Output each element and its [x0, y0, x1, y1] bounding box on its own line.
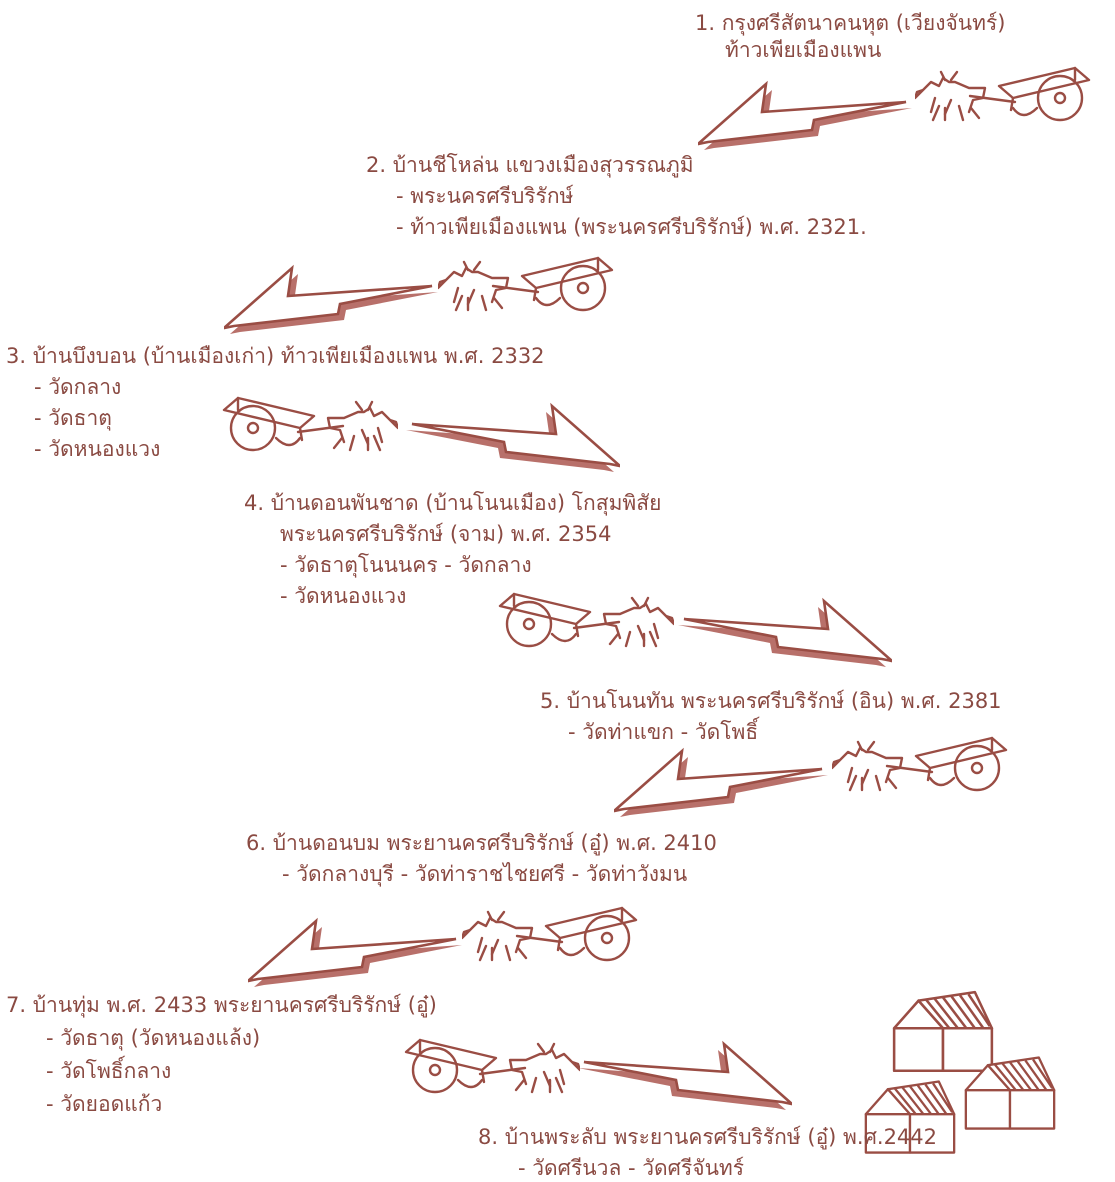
- ox-cart-icon: [915, 58, 1095, 128]
- step-7-line-3: - วัดโพธิ์กลาง: [46, 1059, 172, 1083]
- step-1-title: 1. กรุงศรีสัตนาคนหุต (เวียงจันทร์): [695, 11, 1006, 35]
- step-1-line-2: ท้าวเพียเมืองแพน: [725, 38, 882, 62]
- arrow-left-icon: [698, 78, 918, 158]
- step-2-line-2: - พระนครศรีบริรักษ์: [396, 184, 574, 208]
- ox-cart-icon: [832, 728, 1012, 798]
- step-7-line-2: - วัดธาตุ (วัดหนองแล้ง): [46, 1026, 261, 1050]
- step-3-line-2: - วัดกลาง: [34, 375, 122, 399]
- ox-cart-icon: [438, 248, 618, 318]
- step-7-text: 7. บ้านทุ่ม พ.ศ. 2433 พระยานครศรีบริรักษ…: [6, 992, 437, 1118]
- step-8-line-2: - วัดศรีนวล - วัดศรีจันทร์: [518, 1156, 745, 1180]
- arrow-right-icon: [672, 595, 892, 675]
- ox-cart-icon: [400, 1030, 580, 1100]
- step-7-title: 7. บ้านทุ่ม พ.ศ. 2433 พระยานครศรีบริรักษ…: [6, 993, 437, 1017]
- step-3-title: 3. บ้านบึงบอน (บ้านเมืองเก่า) ท้าวเพียเม…: [6, 344, 545, 368]
- arrow-left-icon: [224, 262, 444, 342]
- arrow-right-icon: [572, 1038, 792, 1118]
- step-1-text: 1. กรุงศรีสัตนาคนหุต (เวียงจันทร์) ท้าวเ…: [695, 10, 1005, 64]
- step-5-title: 5. บ้านโนนทัน พระนครศรีบริรักษ์ (อิน) พ.…: [540, 689, 1002, 713]
- step-5-text: 5. บ้านโนนทัน พระนครศรีบริรักษ์ (อิน) พ.…: [540, 688, 1002, 746]
- step-4-text: 4. บ้านดอนพันชาด (บ้านโนนเมือง) โกสุมพิส…: [244, 490, 661, 610]
- step-8-title: 8. บ้านพระลับ พระยานครศรีบริรักษ์ (อู๋) …: [478, 1125, 938, 1149]
- step-4-line-4: - วัดหนองแวง: [280, 584, 407, 608]
- step-5-line-2: - วัดท่าแขก - วัดโพธิ์: [568, 720, 759, 744]
- step-3-line-4: - วัดหนองแวง: [34, 437, 161, 461]
- arrow-right-icon: [400, 400, 620, 480]
- step-6-title: 6. บ้านดอนบม พระยานครศรีบริรักษ์ (อู๋) พ…: [246, 831, 717, 855]
- ox-cart-icon: [462, 898, 642, 968]
- step-6-text: 6. บ้านดอนบม พระยานครศรีบริรักษ์ (อู๋) พ…: [246, 830, 717, 888]
- step-2-title: 2. บ้านชีโหล่น แขวงเมืองสุวรรณภูมิ: [366, 153, 694, 177]
- step-2-line-3: - ท้าวเพียเมืองแพน (พระนครศรีบริรักษ์) พ…: [396, 215, 867, 239]
- step-8-text: 8. บ้านพระลับ พระยานครศรีบริรักษ์ (อู๋) …: [478, 1124, 937, 1182]
- ox-cart-icon: [494, 584, 674, 654]
- house-icon: [962, 1055, 1058, 1133]
- step-3-text: 3. บ้านบึงบอน (บ้านเมืองเก่า) ท้าวเพียเม…: [6, 343, 545, 463]
- step-3-line-3: - วัดธาตุ: [34, 406, 112, 430]
- step-4-title: 4. บ้านดอนพันชาด (บ้านโนนเมือง) โกสุมพิส…: [244, 491, 662, 515]
- step-7-line-4: - วัดยอดแก้ว: [46, 1092, 163, 1116]
- arrow-left-icon: [614, 745, 834, 825]
- step-4-line-2: พระนครศรีบริรักษ์ (จาม) พ.ศ. 2354: [280, 522, 612, 546]
- arrow-left-icon: [248, 915, 468, 995]
- step-4-line-3: - วัดธาตุโนนนคร - วัดกลาง: [280, 553, 532, 577]
- ox-cart-icon: [218, 388, 398, 458]
- step-2-text: 2. บ้านชีโหล่น แขวงเมืองสุวรรณภูมิ - พระ…: [366, 152, 867, 241]
- step-6-line-2: - วัดกลางบุรี - วัดท่าราชไชยศรี - วัดท่า…: [282, 862, 688, 886]
